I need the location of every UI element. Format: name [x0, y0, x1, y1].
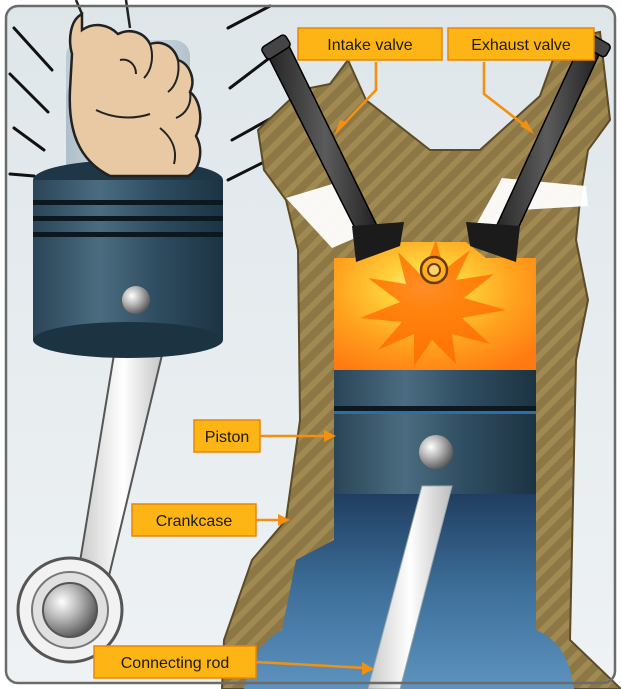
- connecting-rod-label: Connecting rod: [121, 655, 230, 672]
- exhaust-valve-label: Exhaust valve: [471, 37, 571, 54]
- crankcase-label: Crankcase: [156, 513, 233, 530]
- piston-label: Piston: [205, 429, 249, 446]
- left-piston: [33, 160, 223, 358]
- intake-valve-label: Intake valve: [327, 37, 412, 54]
- engine-piston: [334, 370, 536, 494]
- left-piston-pin: [122, 286, 150, 314]
- left-crank-hole: [43, 583, 97, 637]
- engine-piston-pin: [419, 435, 453, 469]
- spark-plug-icon: [421, 257, 447, 283]
